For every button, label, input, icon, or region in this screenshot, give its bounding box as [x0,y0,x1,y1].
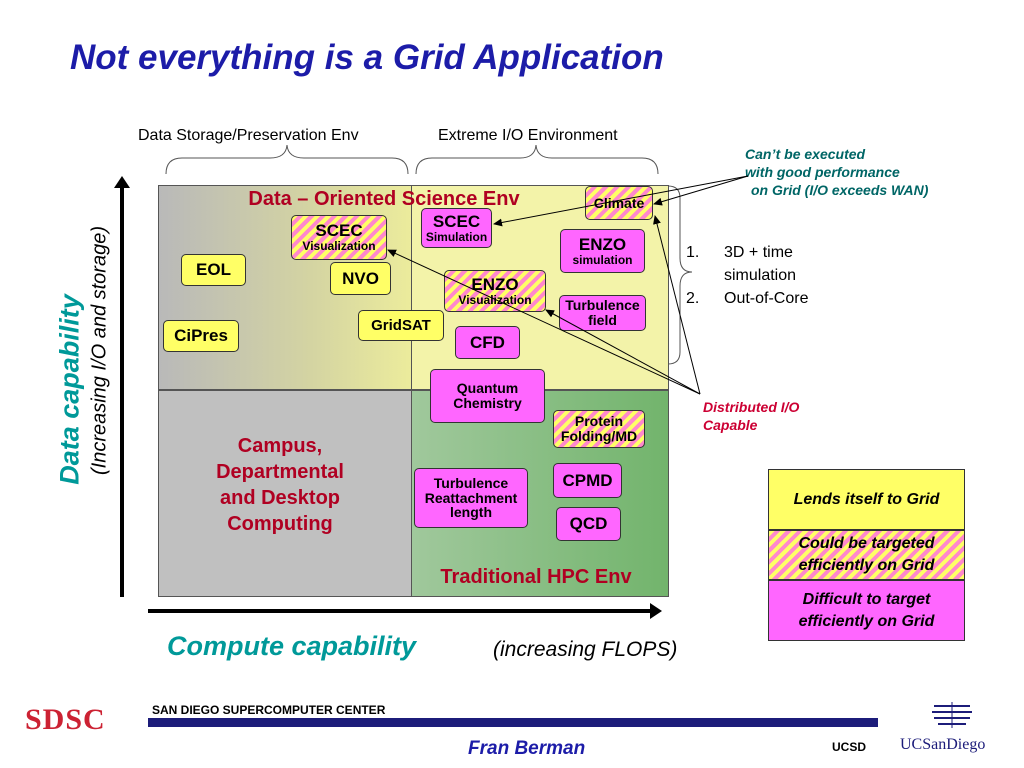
legend-difficult: Difficult to target efficiently on Grid [768,580,965,641]
legend-lends-itself: Lends itself to Grid [768,469,965,530]
box-climate: Climate [585,186,653,220]
x-axis-label: Compute capability [167,631,417,661]
ucsd-wave-icon [930,700,974,730]
slide-title: Not everything is a Grid Application [70,38,664,77]
box-turbulence-reattachment: Turbulence Reattachment length [414,468,528,528]
cant-execute-note: Can’t be executed with good performance … [745,146,929,198]
distributed-io-note: Distributed I/O Capable [703,399,800,433]
center-name: SAN DIEGO SUPERCOMPUTER CENTER [152,703,386,717]
box-protein-folding: Protein Folding/MD [553,410,645,448]
box-quantum-chemistry: Quantum Chemistry [430,369,545,423]
footer-bar [148,718,878,727]
box-enzo-simulation: ENZO simulation [560,229,645,273]
brace-right [667,185,693,365]
ucsd-label: UCSD [832,740,867,754]
uc-san-diego-logo: UCSanDiego [900,736,986,753]
box-cfd: CFD [455,326,520,359]
arrow-to-climate-lower [653,215,701,395]
hpc-label: Traditional HPC Env [440,566,632,588]
box-scec-visualization: SCEC Visualization [291,215,387,260]
list-item: 2. Out-of-Core [686,290,809,307]
y-axis-arrowhead [114,176,130,188]
arrow-to-enzo-vis [545,309,701,395]
box-eol: EOL [181,254,246,286]
x-axis-sublabel: (increasing FLOPS) [493,638,678,661]
box-qcd: QCD [556,507,621,541]
arrow-to-scec-vis [387,249,701,395]
extreme-io-label: Extreme I/O Environment [438,127,618,144]
brace-data-storage [165,144,409,175]
arrow-to-scec-sim [493,175,749,227]
author-name: Fran Berman [468,738,586,759]
x-axis-arrowhead [650,603,662,619]
legend-could-be-targeted: Could be targeted efficiently on Grid [768,530,965,580]
brace-extreme-io [415,144,659,175]
box-cpmd: CPMD [553,463,622,498]
box-cipres: CiPres [163,320,239,352]
box-nvo: NVO [330,262,391,295]
campus-label: Campus, Departmental and Desktop Computi… [216,435,344,535]
sdsc-logo: SDSC [25,703,106,736]
box-gridsat: GridSAT [358,310,444,341]
arrow-to-climate [653,175,749,206]
data-storage-label: Data Storage/Preservation Env [138,127,359,144]
quadrant-campus [158,390,413,597]
data-oriented-label: Data – Oriented Science Env [248,188,520,210]
box-scec-simulation: SCEC Simulation [421,208,492,248]
